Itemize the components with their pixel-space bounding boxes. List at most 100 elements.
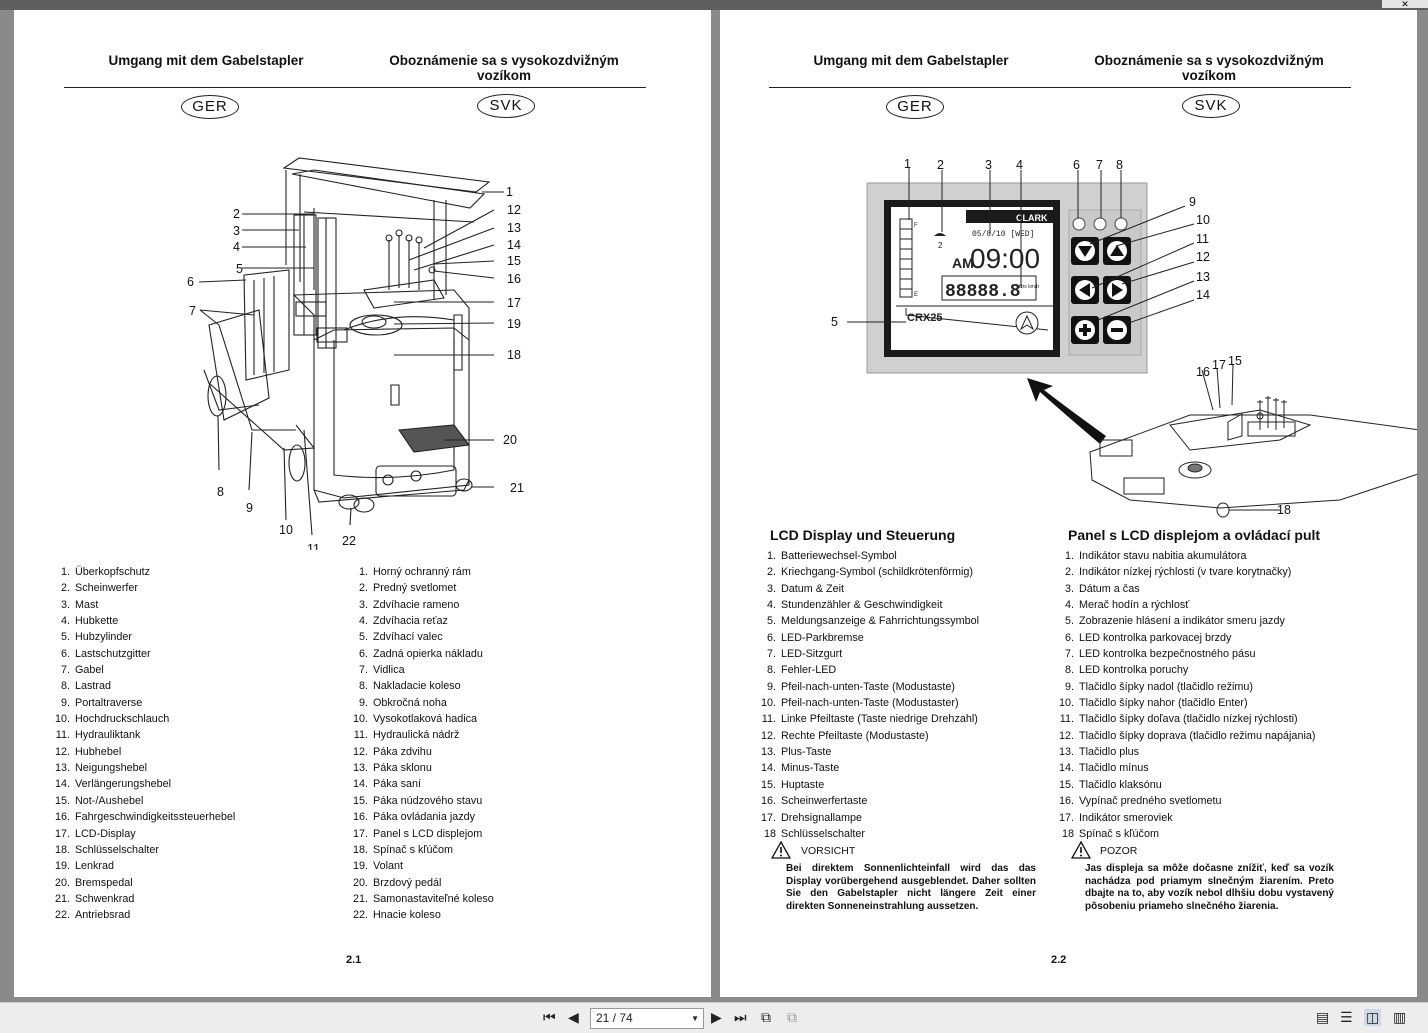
lcd-list-slovak: 1. Indikátor stavu nabitia akumulátora 2.I… xyxy=(1052,548,1315,842)
list-item-text: Páka zdvihu xyxy=(373,745,432,758)
list-item-number: 14. xyxy=(352,778,368,791)
list-item-text: Predný svetlomet xyxy=(373,582,457,595)
list-item-text: Bremspedal xyxy=(75,876,133,889)
list-item: 18.Spínač s kľúčom xyxy=(346,842,494,858)
callout-16: 16 xyxy=(507,272,521,286)
list-item: 21.Samonastaviteľné koleso xyxy=(346,891,494,907)
list-item-number: 3. xyxy=(60,598,70,611)
callout-15: 15 xyxy=(507,254,521,268)
lcd-callout-2: 2 xyxy=(937,158,944,172)
list-item-text: Scheinwerfer xyxy=(75,582,139,595)
list-item: 12.Tlačidlo šípky doprava (tlačidlo reži… xyxy=(1052,728,1315,744)
list-item-text: LED kontrolka poruchy xyxy=(1079,664,1189,677)
list-item-number: 7. xyxy=(358,664,368,677)
list-item: 10.Vysokotlaková hadica xyxy=(346,711,494,727)
list-item: 14.Verlängerungshebel xyxy=(48,776,235,792)
list-item-text: Mast xyxy=(75,598,99,611)
list-item: 4.Hubkette xyxy=(48,613,235,629)
list-item-number: 17. xyxy=(760,811,776,824)
list-item: 8.Fehler-LED xyxy=(754,662,979,678)
two-page-icon[interactable]: ◫ xyxy=(1364,1009,1382,1026)
list-item-text: Scheinwerfertaste xyxy=(781,795,868,808)
go-back-icon[interactable]: ⧉ xyxy=(761,1009,771,1025)
callout-3: 3 xyxy=(233,224,240,238)
list-item-number: 9. xyxy=(1064,680,1074,693)
single-page-icon[interactable]: ▤ xyxy=(1316,1009,1330,1025)
list-item-text: Indikátor stavu nabitia akumulátora xyxy=(1079,550,1247,562)
list-item-text: Stundenzähler & Geschwindigkeit xyxy=(781,599,943,612)
list-item: 17.Indikátor smeroviek xyxy=(1052,810,1315,826)
list-item-text: Páka saní xyxy=(373,778,422,791)
list-item-text: Páka sklonu xyxy=(373,762,432,775)
lcd-units: Hrs km/h xyxy=(1019,284,1039,290)
list-item: 19.Lenkrad xyxy=(48,858,235,874)
list-item: 1.Überkopfschutz xyxy=(48,564,235,580)
callout-5: 5 xyxy=(236,262,243,276)
page-number-select[interactable]: 21 / 74 ▼ xyxy=(590,1008,704,1029)
list-item: 4.Stundenzähler & Geschwindigkeit xyxy=(754,597,979,613)
list-item-number: 16. xyxy=(352,811,368,824)
callout-21: 21 xyxy=(510,481,524,495)
list-item-number: 1. xyxy=(1064,550,1074,562)
last-page-icon[interactable]: ⏭ xyxy=(734,1009,747,1025)
list-item-number: 2. xyxy=(60,582,70,595)
list-item-number: 15. xyxy=(760,778,776,791)
list-item: 2.Indikátor nízkej rýchlosti (v tvare ko… xyxy=(1052,564,1315,580)
list-item: 9.Portaltraverse xyxy=(48,695,235,711)
prev-page-icon[interactable]: ◀ xyxy=(568,1009,579,1025)
callout-1: 1 xyxy=(506,185,513,199)
pointer-arrow-icon xyxy=(1027,378,1106,444)
list-item-number: 6. xyxy=(766,631,776,644)
list-item-number: 18 xyxy=(1061,827,1074,840)
list-item-text: Spínač s kľúčom xyxy=(1079,827,1159,840)
list-item: 5.Zobrazenie hlásení a indikátor smeru j… xyxy=(1052,613,1315,629)
list-item-text: LCD-Display xyxy=(75,827,136,840)
list-item-text: Lenkrad xyxy=(75,860,115,873)
list-item: 18.Schlüsselschalter xyxy=(48,842,235,858)
warning-text-slovak: Jas displeja sa môže dočasne znížiť, keď… xyxy=(1085,863,1334,912)
list-item: 9.Obkročná noha xyxy=(346,695,494,711)
list-item-number: 12. xyxy=(1058,729,1074,742)
list-item-number: 8. xyxy=(358,680,368,693)
lcd-callout-5: 5 xyxy=(831,315,838,329)
callout-22: 22 xyxy=(342,534,356,548)
list-item-text: Spínač s kľúčom xyxy=(373,843,453,856)
list-item-text: Horný ochranný rám xyxy=(373,566,471,578)
go-forward-icon[interactable]: ⧉ xyxy=(787,1009,797,1025)
window-close-button[interactable]: ✕ xyxy=(1382,0,1428,9)
list-item-text: Obkročná noha xyxy=(373,696,447,709)
callout-2: 2 xyxy=(233,207,240,221)
continuous-icon[interactable]: ☰ xyxy=(1340,1009,1353,1025)
list-item-number: 6. xyxy=(358,647,368,660)
callout-10: 10 xyxy=(279,523,293,537)
list-item-text: LED-Parkbremse xyxy=(781,631,864,644)
language-badge-svk: SVK xyxy=(477,94,535,118)
two-page-continuous-icon[interactable]: ▥ xyxy=(1393,1009,1407,1025)
list-item-number: 16. xyxy=(54,811,70,824)
list-item: 7.Vidlica xyxy=(346,662,494,678)
callout-18: 18 xyxy=(507,348,521,362)
list-item-text: Zobrazenie hlásení a indikátor smeru jaz… xyxy=(1079,615,1285,628)
list-item-text: Schlüsselschalter xyxy=(781,827,866,840)
list-item: 15.Huptaste xyxy=(754,777,979,793)
list-item-text: Nakladacie koleso xyxy=(373,680,461,693)
list-item-text: Linke Pfeiltaste (Taste niedrige Drehzah… xyxy=(781,713,978,726)
callout-4: 4 xyxy=(233,240,240,254)
list-item-number: 2. xyxy=(358,582,368,595)
callout-19: 19 xyxy=(507,317,521,331)
turtle-icon xyxy=(934,233,946,236)
header-rule xyxy=(64,87,646,88)
list-item-number: 22. xyxy=(352,909,368,922)
first-page-icon[interactable]: ⏮ xyxy=(543,1009,556,1025)
list-item-text: Drehsignallampe xyxy=(781,811,863,824)
warning-text-german: Bei direktem Sonnenlichteinfall wird das… xyxy=(786,863,1036,912)
list-item-text: Zadná opierka nákladu xyxy=(373,647,483,660)
next-page-icon[interactable]: ▶ xyxy=(711,1009,722,1025)
header-slovak: Oboznámenie sa s vysokozdvižným vozíkom xyxy=(1094,53,1324,83)
list-item: 10.Hochdruckschlauch xyxy=(48,711,235,727)
lcd-callout-10: 10 xyxy=(1196,213,1210,227)
list-item-text: Tlačidlo šípky nadol (tlačidlo režimu) xyxy=(1079,680,1254,693)
list-item: 14. Páka saní xyxy=(346,776,494,792)
list-item: 16.Fahrgeschwindigkeitssteuerhebel xyxy=(48,809,235,825)
list-item-number: 13. xyxy=(1058,746,1074,759)
